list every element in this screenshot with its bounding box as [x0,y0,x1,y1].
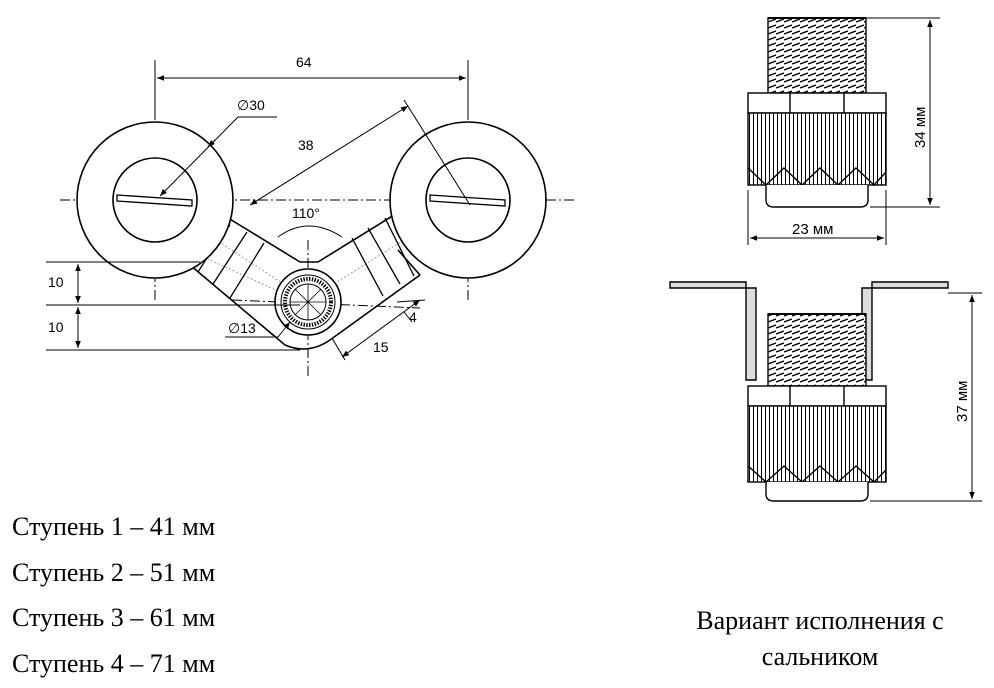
dim-height-37: 37 мм [954,381,971,422]
step-4-label: Ступень 4 – 71 мм [12,649,216,678]
dim-diameter-30: ∅30 [237,97,265,113]
cable-gland-top [747,17,887,208]
cable-gland-with-plate [669,281,949,502]
dim-angle-110: 110° [292,205,320,221]
step-2-label: Ступень 2 – 51 мм [12,558,216,587]
step-1-label: Ступень 1 – 41 мм [12,512,216,541]
dim-4: 4 [409,309,417,325]
dim-64: 64 [296,54,312,70]
dim-38: 38 [298,137,314,153]
gland-variant-caption: Вариант исполнения с сальником [650,603,990,675]
dim-height-34: 34 мм [912,107,929,148]
dim-diameter-13: ∅13 [228,320,256,336]
gland-bottom-dimensions [870,292,982,502]
dim-10-upper: 10 [48,274,64,290]
gland-top-dimensions [747,17,940,245]
dim-10-lower: 10 [48,319,64,335]
dim-15: 15 [373,339,389,355]
dim-width-23: 23 мм [792,221,833,238]
caption-line-2: сальником [761,642,879,671]
dimension-lines [46,60,471,361]
caption-line-1: Вариант исполнения с [696,606,944,635]
step-3-label: Ступень 3 – 61 мм [12,603,216,632]
bracket-top-view [60,110,575,378]
